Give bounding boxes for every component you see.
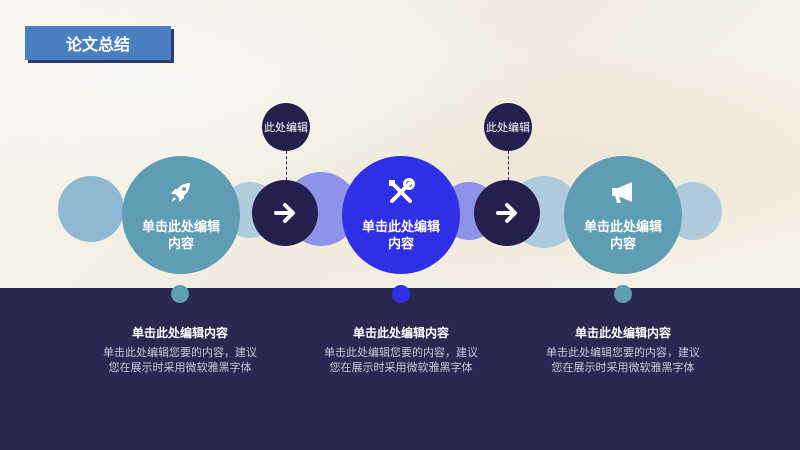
step-circle-3[interactable]: 单击此处编辑 内容 bbox=[564, 156, 682, 274]
step-circle-1[interactable]: 单击此处编辑 内容 bbox=[122, 156, 240, 274]
dashed-connector-line bbox=[286, 151, 287, 180]
decorative-circle bbox=[58, 176, 124, 242]
step-description-3: 单击此处编辑您要的内容，建议 您在展示时采用微软雅黑字体 bbox=[513, 345, 733, 375]
step-description-line: 单击此处编辑您要的内容，建议 bbox=[546, 346, 700, 359]
step-heading-1: 单击此处编辑内容 bbox=[131, 326, 228, 340]
connector-label-text: 此处编辑 bbox=[486, 121, 530, 134]
megaphone-icon bbox=[608, 177, 638, 207]
step-dot-1 bbox=[171, 285, 189, 303]
arrow-connector-1 bbox=[252, 180, 318, 246]
step-circle-text-line1: 单击此处编辑 bbox=[583, 220, 662, 235]
slide-title: 论文总结 bbox=[25, 26, 171, 60]
step-description-line: 您在展示时采用微软雅黑字体 bbox=[108, 361, 252, 374]
bottom-band bbox=[0, 288, 800, 450]
rocket-icon bbox=[166, 177, 196, 207]
step-description-line: 您在展示时采用微软雅黑字体 bbox=[329, 361, 473, 374]
step-circle-text-line2: 内容 bbox=[387, 237, 414, 252]
step-circle-text-line2: 内容 bbox=[167, 237, 194, 252]
connector-label-1: 此处编辑 bbox=[262, 103, 310, 151]
step-description-line: 您在展示时采用微软雅黑字体 bbox=[551, 361, 695, 374]
step-circle-text-line2: 内容 bbox=[609, 237, 636, 252]
step-dot-2 bbox=[392, 285, 410, 303]
tools-icon bbox=[386, 177, 416, 207]
arrow-right-icon bbox=[496, 203, 517, 223]
dashed-connector-line bbox=[508, 151, 509, 180]
step-circle-text-line1: 单击此处编辑 bbox=[361, 220, 440, 235]
step-description-2: 单击此处编辑您要的内容，建议 您在展示时采用微软雅黑字体 bbox=[291, 345, 511, 375]
step-circle-text-line1: 单击此处编辑 bbox=[141, 220, 220, 235]
connector-label-text: 此处编辑 bbox=[264, 121, 308, 134]
connector-label-2: 此处编辑 bbox=[484, 103, 532, 151]
arrow-connector-2 bbox=[474, 180, 540, 246]
step-description-1: 单击此处编辑您要的内容，建议 您在展示时采用微软雅黑字体 bbox=[70, 345, 290, 375]
step-heading-3: 单击此处编辑内容 bbox=[574, 326, 671, 340]
step-description-line: 单击此处编辑您要的内容，建议 bbox=[324, 346, 478, 359]
step-heading-2: 单击此处编辑内容 bbox=[352, 326, 449, 340]
step-dot-3 bbox=[614, 285, 632, 303]
arrow-right-icon bbox=[274, 203, 295, 223]
step-circle-2[interactable]: 单击此处编辑 内容 bbox=[342, 156, 460, 274]
step-description-line: 单击此处编辑您要的内容，建议 bbox=[103, 346, 257, 359]
